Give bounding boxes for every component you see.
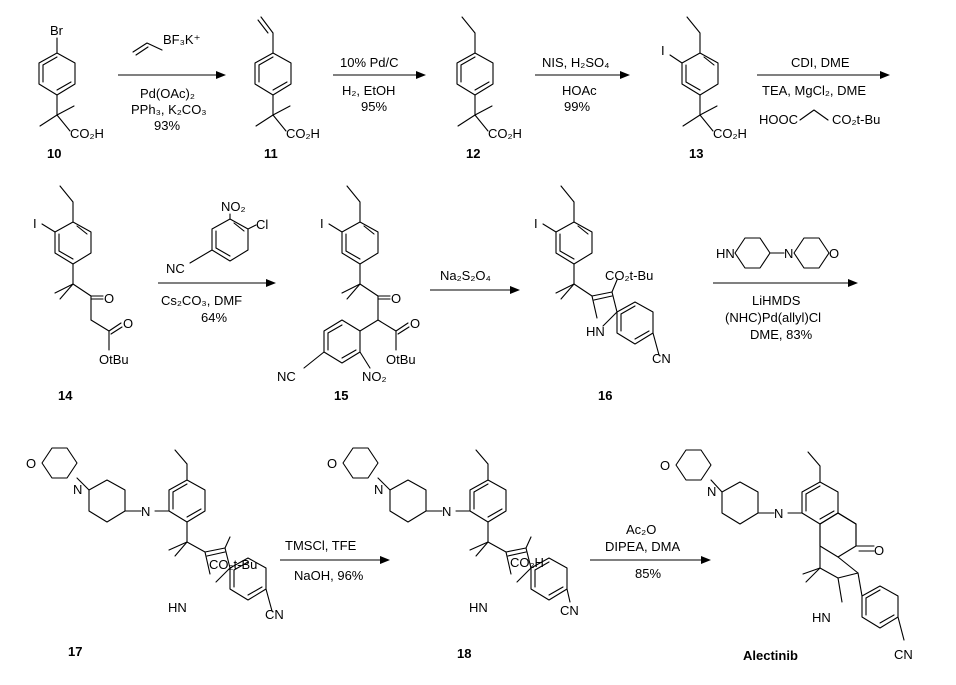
compound-label-13: 13 bbox=[689, 146, 703, 161]
step9-yield: 85% bbox=[635, 566, 661, 581]
step3-reagent-2: HOAc bbox=[562, 83, 597, 98]
nitrile-label: CN bbox=[560, 603, 579, 618]
step9-reagent-1: Ac₂O bbox=[626, 522, 656, 537]
nitrile-label: CN bbox=[265, 607, 284, 622]
nitrile-label: NC bbox=[277, 369, 296, 384]
step8-reagent-2: NaOH, 96% bbox=[294, 568, 364, 583]
compound-label-10: 10 bbox=[47, 146, 61, 161]
compound-label-17: 17 bbox=[68, 644, 82, 659]
step3-yield: 99% bbox=[564, 99, 590, 114]
nitro-label: NO₂ bbox=[221, 199, 246, 214]
structure-alectinib: O N N O HN CN Alectinib bbox=[660, 449, 913, 663]
compound-label-12: 12 bbox=[466, 146, 480, 161]
step2-yield: 95% bbox=[361, 99, 387, 114]
nitro-label: NO₂ bbox=[362, 369, 387, 384]
indole-nh-label: HN bbox=[469, 600, 488, 615]
step7-yield: DME, 83% bbox=[750, 327, 813, 342]
reaction-arrow-9: Ac₂O DIPEA, DMA 85% bbox=[590, 522, 711, 581]
structure-11: CO₂H 11 bbox=[254, 16, 320, 161]
chloro-label: Cl bbox=[256, 217, 268, 232]
compound-label-18: 18 bbox=[457, 646, 471, 661]
tert-butoxy-label: OtBu bbox=[99, 352, 129, 367]
structure-16: I CO₂t-Bu HN CN 16 bbox=[534, 185, 671, 403]
nitrile-label: NC bbox=[166, 261, 185, 276]
tert-butoxy-label: OtBu bbox=[386, 352, 416, 367]
indole-nh-label: HN bbox=[812, 610, 831, 625]
reaction-arrow-5: NO₂ Cl NC Cs₂CO₃, DMF 64% bbox=[158, 199, 276, 325]
ester-oxygen-label: O bbox=[123, 316, 133, 331]
step7-reagent-1: LiHMDS bbox=[752, 293, 801, 308]
morpholine-n-label: N bbox=[784, 246, 793, 261]
nitrile-label: CN bbox=[894, 647, 913, 662]
iodo-label: I bbox=[33, 216, 37, 231]
ketone-oxygen-label: O bbox=[104, 291, 114, 306]
morpholine-n-label: N bbox=[707, 484, 716, 499]
reaction-arrow-2: 10% Pd/C H₂, EtOH 95% bbox=[333, 55, 426, 114]
morpholine-o-label: O bbox=[829, 246, 839, 261]
tert-butyl-ester-label: CO₂t-Bu bbox=[605, 268, 653, 283]
compound-label-14: 14 bbox=[58, 388, 73, 403]
step3-reagent-1: NIS, H₂SO₄ bbox=[542, 55, 609, 70]
piperidine-n-label: N bbox=[774, 506, 783, 521]
step9-reagent-2: DIPEA, DMA bbox=[605, 539, 680, 554]
structure-14: I O O OtBu 14 bbox=[33, 185, 133, 403]
piperidine-nh-label: HN bbox=[716, 246, 735, 261]
morpholine-o-label: O bbox=[660, 458, 670, 473]
carboxylic-acid-label: CO₂H bbox=[713, 126, 747, 141]
reaction-arrow-4: CDI, DME TEA, MgCl₂, DME HOOC CO₂t-Bu bbox=[757, 55, 890, 127]
reaction-arrow-7: HN N O LiHMDS (NHC)Pd(allyl)Cl DME, 83% bbox=[713, 237, 858, 342]
compound-label-alectinib: Alectinib bbox=[743, 648, 798, 663]
step7-reagent-2: (NHC)Pd(allyl)Cl bbox=[725, 310, 821, 325]
step1-reagent-2: PPh₃, K₂CO₃ bbox=[131, 102, 207, 117]
ketone-oxygen-label: O bbox=[874, 543, 884, 558]
compound-label-11: 11 bbox=[264, 146, 278, 161]
step4-reagent-1: CDI, DME bbox=[791, 55, 850, 70]
structure-18: O N N CO₂H HN CN 18 bbox=[327, 447, 579, 661]
morpholine-n-label: N bbox=[374, 482, 383, 497]
carboxylic-acid-label: CO₂H bbox=[70, 126, 104, 141]
ester-oxygen-label: O bbox=[410, 316, 420, 331]
iodo-label: I bbox=[661, 43, 665, 58]
step5-reagent-1: Cs₂CO₃, DMF bbox=[161, 293, 242, 308]
malonate-ester-label: CO₂t-Bu bbox=[832, 112, 880, 127]
compound-label-16: 16 bbox=[598, 388, 612, 403]
indole-nh-label: HN bbox=[586, 324, 605, 339]
reaction-arrow-8: TMSCl, TFE NaOH, 96% bbox=[280, 538, 390, 583]
carboxylic-acid-label: CO₂H bbox=[286, 126, 320, 141]
piperidine-n-label: N bbox=[442, 504, 451, 519]
step1-yield: 93% bbox=[154, 118, 180, 133]
reaction-arrow-6: Na₂S₂O₄ bbox=[430, 268, 520, 294]
piperidine-n-label: N bbox=[141, 504, 150, 519]
nitrile-label: CN bbox=[652, 351, 671, 366]
bromo-label: Br bbox=[50, 23, 64, 38]
step5-yield: 64% bbox=[201, 310, 227, 325]
trifluoroborate-label: BF₃K⁺ bbox=[163, 32, 200, 47]
step2-reagent-2: H₂, EtOH bbox=[342, 83, 395, 98]
morpholine-n-label: N bbox=[73, 482, 82, 497]
compound-label-15: 15 bbox=[334, 388, 348, 403]
morpholine-o-label: O bbox=[327, 456, 337, 471]
step4-reagent-2: TEA, MgCl₂, DME bbox=[762, 83, 866, 98]
step2-reagent-1: 10% Pd/C bbox=[340, 55, 399, 70]
indole-nh-label: HN bbox=[168, 600, 187, 615]
tert-butyl-ester-label: CO₂t-Bu bbox=[209, 557, 257, 572]
hooc-label: HOOC bbox=[759, 112, 798, 127]
morpholine-o-label: O bbox=[26, 456, 36, 471]
carboxylic-acid-label: CO₂H bbox=[488, 126, 522, 141]
reaction-arrow-1: BF₃K⁺ Pd(OAc)₂ PPh₃, K₂CO₃ 93% bbox=[118, 32, 226, 133]
structure-13: I CO₂H 13 bbox=[661, 16, 747, 161]
structure-17: O N N CO₂t-Bu HN CN 17 bbox=[26, 447, 284, 659]
structure-10: Br CO₂H 10 bbox=[38, 23, 104, 161]
step1-reagent-1: Pd(OAc)₂ bbox=[140, 86, 195, 101]
reaction-arrow-3: NIS, H₂SO₄ HOAc 99% bbox=[535, 55, 630, 114]
structure-12: CO₂H 12 bbox=[456, 16, 522, 161]
carboxylic-acid-label: CO₂H bbox=[510, 555, 544, 570]
step8-reagent-1: TMSCl, TFE bbox=[285, 538, 357, 553]
step6-reagent: Na₂S₂O₄ bbox=[440, 268, 491, 283]
iodo-label: I bbox=[320, 216, 324, 231]
structure-15: I O O OtBu NO₂ NC 15 bbox=[277, 185, 420, 403]
ketone-oxygen-label: O bbox=[391, 291, 401, 306]
iodo-label: I bbox=[534, 216, 538, 231]
